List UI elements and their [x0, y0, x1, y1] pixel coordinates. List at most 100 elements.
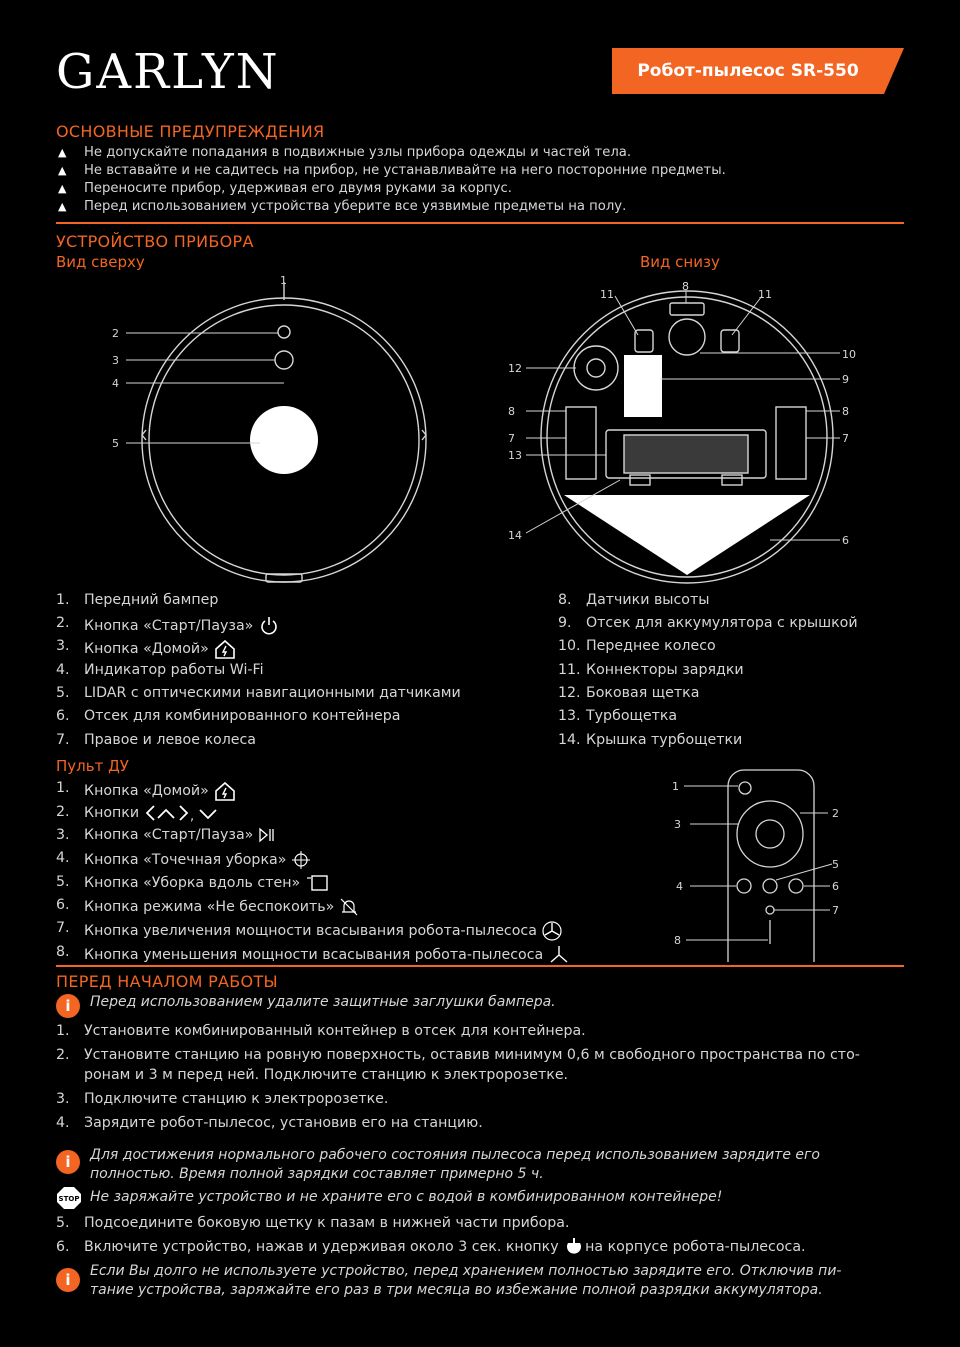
- remote-callout-1: 1: [672, 780, 679, 793]
- device-title: УСТРОЙСТВО ПРИБОРА: [56, 232, 254, 251]
- callout-5: 5: [112, 437, 119, 450]
- list-item: 4.Кнопка «Точечная уборка»: [56, 850, 636, 874]
- list-item: 3.Кнопка «Старт/Пауза»: [56, 827, 636, 850]
- home-icon: [215, 781, 236, 801]
- remote-callout-7: 7: [832, 904, 839, 917]
- wall-clean-icon: [306, 875, 328, 891]
- list-item: 12.Боковая щетка: [558, 685, 700, 701]
- callout-3: 3: [112, 354, 119, 367]
- power-icon: [261, 617, 277, 635]
- remote-diagram: 1 2 3 5 4 6 7 8: [672, 769, 839, 962]
- list-item: 11.Коннекторы зарядки: [558, 662, 744, 678]
- svg-text:STOP: STOP: [59, 1195, 80, 1203]
- list-item: 7.Кнопка увеличения мощности всасывания …: [56, 920, 636, 944]
- remote-callout-2: 2: [832, 807, 839, 820]
- parts-list-left: 1.Передний бампер 2.Кнопка «Старт/Пауза»…: [56, 592, 536, 755]
- list-item: 3.Кнопка «Домой»: [56, 638, 536, 662]
- callout-11-right: 11: [758, 288, 772, 301]
- list-item: 7.Правое и левое колеса: [56, 732, 256, 748]
- warnings-list: ▲Не допускайте попадания в подвижные узл…: [56, 144, 916, 216]
- list-item: 2.Кнопки ,: [56, 804, 636, 827]
- list-item: 1.Установите комбинированный контейнер в…: [56, 1023, 586, 1039]
- top-view-title: Вид сверху: [56, 253, 145, 271]
- triangle-icon: ▲: [58, 146, 67, 159]
- info-icon: i: [56, 994, 80, 1018]
- warning-item: ▲Не вставайте и не садитесь на прибор, н…: [58, 163, 726, 178]
- model-badge-shape: [612, 48, 904, 94]
- section-divider: [56, 965, 904, 967]
- bottom-view-diagram: 11 8 11 10 12 9 8 8 7 7 13 14 6: [508, 280, 856, 584]
- list-item: 4.Индикатор работы Wi-Fi: [56, 662, 264, 678]
- model-title: Робот-пылесос SR-550: [637, 61, 859, 81]
- arrow-keys-icon: ,: [145, 805, 217, 822]
- home-icon: [215, 639, 236, 659]
- list-item: 6.Включите устройство, нажав и удерживая…: [56, 1238, 806, 1255]
- steps-list-continued: 5.Подсоедините боковую щетку к пазам в н…: [56, 1213, 916, 1261]
- info-note: i Для достижения нормального рабочего со…: [56, 1146, 916, 1186]
- info-icon: i: [56, 1150, 80, 1174]
- callout-7-left: 7: [508, 432, 515, 445]
- warning-item: ▲Перед использованием устройства уберите…: [58, 199, 627, 214]
- callout-8-right: 8: [842, 405, 849, 418]
- list-item: 13.Турбощетка: [558, 708, 678, 724]
- triangle-icon: ▲: [58, 200, 67, 213]
- list-item: 8.Датчики высоты: [558, 592, 710, 608]
- parts-list-right: 8.Датчики высоты 9.Отсек для аккумулятор…: [558, 592, 898, 755]
- callout-8-top: 8: [682, 280, 689, 293]
- callout-11-left: 11: [600, 288, 614, 301]
- list-item: 1.Кнопка «Домой»: [56, 780, 636, 804]
- do-not-disturb-bell-icon: [340, 898, 358, 916]
- top-view-diagram: 1 2 3 4 5: [112, 274, 427, 583]
- callout-2: 2: [112, 327, 119, 340]
- list-item: 9.Отсек для аккумулятора с крышкой: [558, 615, 858, 631]
- fan-min-icon: [550, 946, 568, 963]
- remote-title: Пульт ДУ: [56, 757, 129, 775]
- list-item: 5.Подсоедините боковую щетку к пазам в н…: [56, 1215, 570, 1231]
- spot-clean-icon: [291, 851, 310, 869]
- callout-10: 10: [842, 348, 856, 361]
- warning-item: ▲Переносите прибор, удерживая его двумя …: [58, 181, 512, 196]
- remote-list: 1.Кнопка «Домой» 2.Кнопки , 3.Кнопка «Ст…: [56, 780, 636, 967]
- model-badge: Робот-пылесос SR-550: [612, 48, 904, 94]
- list-item: 2.Установите станцию на ровную поверхнос…: [56, 1047, 860, 1063]
- list-item: 14.Крышка турбощетки: [558, 732, 743, 748]
- fan-max-icon: [542, 921, 563, 941]
- callout-6: 6: [842, 534, 849, 547]
- list-item: 8.Кнопка уменьшения мощности всасывания …: [56, 944, 636, 967]
- callout-13: 13: [508, 449, 522, 462]
- power-icon: [567, 1238, 582, 1254]
- list-item: ронам и 3 м перед ней. Подключите станци…: [84, 1067, 569, 1083]
- steps-list: 1.Установите комбинированный контейнер в…: [56, 1021, 916, 1135]
- triangle-icon: ▲: [58, 164, 67, 177]
- list-item: 6.Отсек для комбинированного контейнера: [56, 708, 401, 724]
- list-item: 10.Переднее колесо: [558, 638, 716, 654]
- svg-text:,: ,: [190, 809, 194, 822]
- callout-4: 4: [112, 377, 119, 390]
- brand-logo: GARLYN: [56, 44, 280, 100]
- remote-callout-6: 6: [832, 880, 839, 893]
- bottom-view-title: Вид снизу: [640, 253, 720, 271]
- callout-14: 14: [508, 529, 522, 542]
- warning-item: ▲Не допускайте попадания в подвижные узл…: [58, 145, 632, 160]
- callout-9: 9: [842, 373, 849, 386]
- list-item: 2.Кнопка «Старт/Пауза»: [56, 615, 536, 638]
- stop-note: STOP Не заряжайте устройство и не хранит…: [56, 1186, 916, 1210]
- callout-7-right: 7: [842, 432, 849, 445]
- list-item: 3.Подключите станцию к электророзетке.: [56, 1091, 389, 1107]
- remote-callout-4: 4: [676, 880, 683, 893]
- list-item: 5.Кнопка «Уборка вдоль стен»: [56, 874, 636, 897]
- callout-12: 12: [508, 362, 522, 375]
- info-note: i Перед использованием удалите защитные …: [56, 992, 916, 1020]
- triangle-icon: ▲: [58, 182, 67, 195]
- section-divider: [56, 222, 904, 224]
- play-pause-icon: [259, 827, 274, 843]
- list-item: 4.Зарядите робот-пылесос, установив его …: [56, 1115, 483, 1131]
- remote-callout-5: 5: [832, 858, 839, 871]
- stop-icon: STOP: [57, 1187, 81, 1209]
- remote-callout-3: 3: [674, 818, 681, 831]
- callout-8-left: 8: [508, 405, 515, 418]
- callout-1: 1: [280, 274, 287, 287]
- list-item: 6.Кнопка режима «Не беспокоить»: [56, 897, 636, 920]
- before-start-title: ПЕРЕД НАЧАЛОМ РАБОТЫ: [56, 972, 278, 991]
- info-note: i Если Вы долго не используете устройств…: [56, 1262, 916, 1302]
